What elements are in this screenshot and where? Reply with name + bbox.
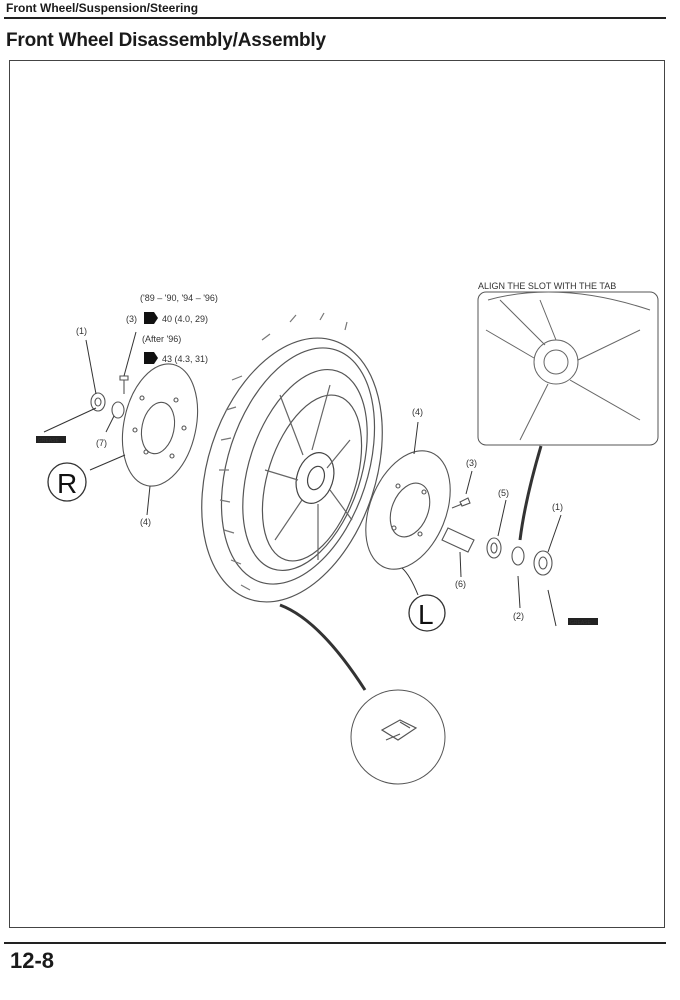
part-label-1-left: (1) bbox=[76, 326, 87, 336]
footer-rule bbox=[4, 942, 666, 944]
grease-icon: GREASE bbox=[568, 618, 598, 626]
svg-text:GREASE: GREASE bbox=[38, 438, 60, 444]
svg-text:L: L bbox=[418, 599, 434, 630]
grease-icon: GREASE bbox=[36, 436, 66, 444]
part-label-4-left: (4) bbox=[140, 517, 151, 527]
front-wheel-tire bbox=[201, 312, 383, 603]
torque-wrench-icon bbox=[144, 312, 158, 324]
part-label-4-right: (4) bbox=[412, 407, 423, 417]
part-label-3-right: (3) bbox=[466, 458, 477, 468]
page-number: 12-8 bbox=[10, 948, 55, 973]
torque-years-2: (After '96) bbox=[142, 334, 181, 344]
leader-lines bbox=[43, 331, 562, 691]
part-label-1-right: (1) bbox=[552, 502, 563, 512]
part-label-6: (6) bbox=[455, 579, 466, 589]
part-label-7: (7) bbox=[96, 438, 107, 448]
header-rule bbox=[4, 17, 666, 19]
torque-wrench-icon bbox=[144, 352, 158, 364]
torque-years-1: ('89 – '90, '94 – '96) bbox=[140, 293, 218, 303]
align-callout-text: ALIGN THE SLOT WITH THE TAB bbox=[478, 281, 616, 291]
page-title: Front Wheel Disassembly/Assembly bbox=[6, 30, 326, 51]
hub-detail-inset: ALIGN THE SLOT WITH THE TAB bbox=[477, 281, 659, 446]
right-side-marker: R bbox=[47, 462, 87, 502]
torque-value-2: 43 (4.3, 31) bbox=[162, 354, 208, 364]
part-label-5: (5) bbox=[498, 488, 509, 498]
section-title: Front Wheel/Suspension/Steering bbox=[6, 1, 199, 15]
brake-disc-right bbox=[121, 363, 199, 487]
torque-value-1: 40 (4.0, 29) bbox=[162, 314, 208, 324]
left-side-parts bbox=[90, 375, 129, 419]
svg-text:GREASE: GREASE bbox=[570, 620, 592, 626]
diagram-frame bbox=[9, 60, 665, 928]
speedometer-gear-inset bbox=[350, 689, 446, 785]
part-label-3-left: (3) bbox=[126, 314, 137, 324]
right-side-parts bbox=[441, 497, 553, 576]
left-side-marker: L bbox=[408, 594, 446, 632]
part-label-2: (2) bbox=[513, 611, 524, 621]
brake-disc-left bbox=[365, 450, 451, 570]
svg-text:R: R bbox=[57, 468, 77, 499]
